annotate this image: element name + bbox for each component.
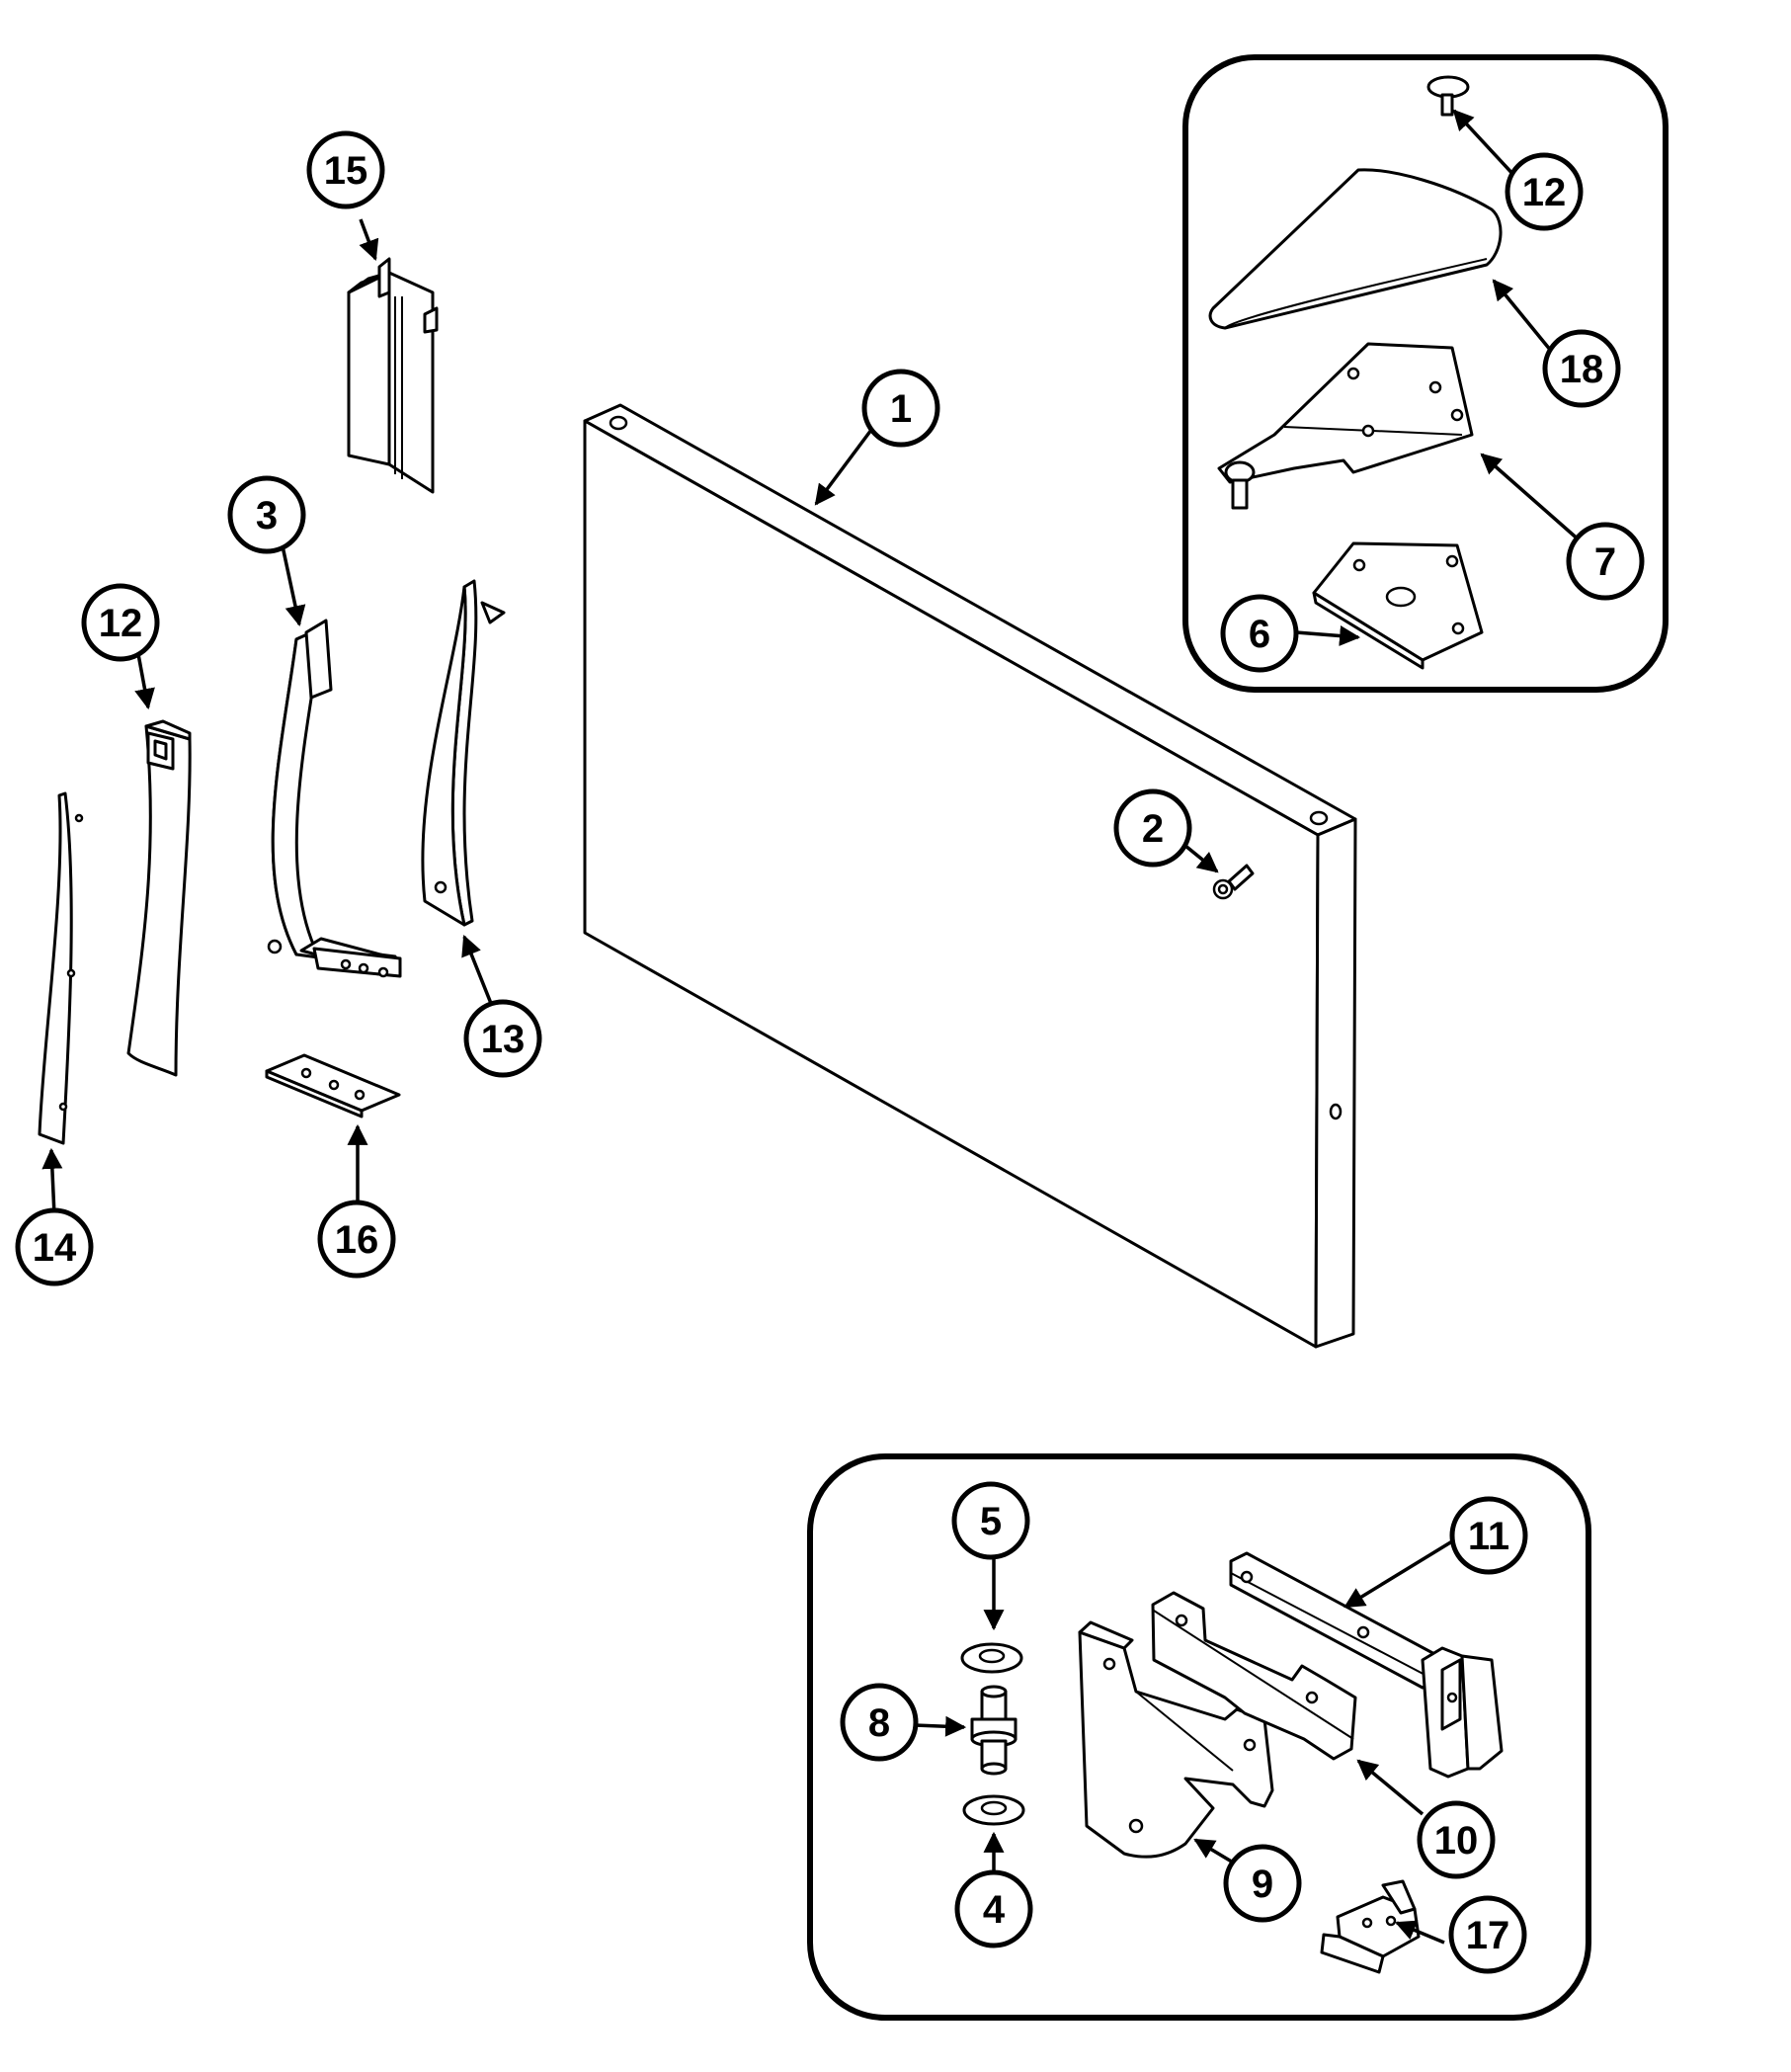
hinge-cover-part xyxy=(1208,168,1503,330)
hinge-shim-part xyxy=(1312,541,1484,670)
svg-text:9: 9 xyxy=(1252,1863,1273,1906)
svg-text:16: 16 xyxy=(335,1218,379,1262)
svg-text:6: 6 xyxy=(1249,613,1270,656)
svg-text:10: 10 xyxy=(1434,1819,1479,1863)
lower-hinge-pin-part xyxy=(970,1685,1018,1776)
svg-text:15: 15 xyxy=(324,149,368,193)
svg-text:17: 17 xyxy=(1466,1914,1510,1957)
hinge-shim-strip-part xyxy=(1151,1591,1357,1761)
svg-text:2: 2 xyxy=(1142,807,1164,851)
callout-6: 6 xyxy=(1220,594,1299,673)
callout-8: 8 xyxy=(840,1683,919,1762)
svg-text:3: 3 xyxy=(256,494,278,538)
callout-9: 9 xyxy=(1223,1844,1302,1923)
svg-text:12: 12 xyxy=(99,602,143,645)
callout-16: 16 xyxy=(317,1200,396,1279)
callout-2: 2 xyxy=(1113,788,1192,868)
callout-14: 14 xyxy=(15,1207,94,1286)
callout-4: 4 xyxy=(954,1869,1033,1948)
handle-cap-part xyxy=(347,257,439,494)
callout-11: 11 xyxy=(1449,1496,1528,1575)
door-panel xyxy=(583,403,1357,1349)
callout-12-inset: 12 xyxy=(1505,152,1584,231)
upper-washer-part xyxy=(960,1642,1023,1674)
svg-text:8: 8 xyxy=(868,1701,890,1745)
callout-15: 15 xyxy=(306,130,385,209)
callout-1: 1 xyxy=(861,369,940,448)
callout-12-left: 12 xyxy=(81,583,160,662)
lower-hinge-inset xyxy=(807,1453,1591,2021)
callout-3: 3 xyxy=(227,475,306,554)
handle-trim-part xyxy=(421,579,506,927)
callout-10: 10 xyxy=(1417,1800,1496,1879)
strike-bracket-part xyxy=(1229,1551,1504,1779)
handle-bracket-part xyxy=(267,619,402,978)
svg-text:7: 7 xyxy=(1594,540,1616,584)
small-bracket-part xyxy=(1320,1879,1421,1974)
svg-text:13: 13 xyxy=(481,1018,526,1061)
svg-text:4: 4 xyxy=(983,1888,1006,1932)
callout-5: 5 xyxy=(951,1481,1030,1560)
callout-17: 17 xyxy=(1448,1895,1527,1974)
svg-text:18: 18 xyxy=(1560,348,1604,391)
callout-13: 13 xyxy=(463,999,542,1078)
svg-text:14: 14 xyxy=(33,1226,77,1270)
svg-text:5: 5 xyxy=(980,1500,1002,1543)
upper-hinge-inset xyxy=(1182,54,1669,693)
top-hinge-part xyxy=(1217,342,1474,510)
door-plug-part xyxy=(1212,864,1255,900)
svg-text:1: 1 xyxy=(890,387,912,431)
handle-trim-square-part xyxy=(126,719,192,1077)
lower-washer-part xyxy=(962,1794,1025,1826)
svg-text:11: 11 xyxy=(1468,1515,1509,1558)
trim-strip-part xyxy=(38,791,84,1145)
hinge-pin-part xyxy=(1426,75,1470,117)
leader-arrows xyxy=(41,109,1583,1945)
callout-18: 18 xyxy=(1542,329,1621,408)
mounting-plate-part xyxy=(265,1053,401,1119)
svg-text:12: 12 xyxy=(1522,171,1567,214)
callout-7: 7 xyxy=(1566,522,1645,601)
